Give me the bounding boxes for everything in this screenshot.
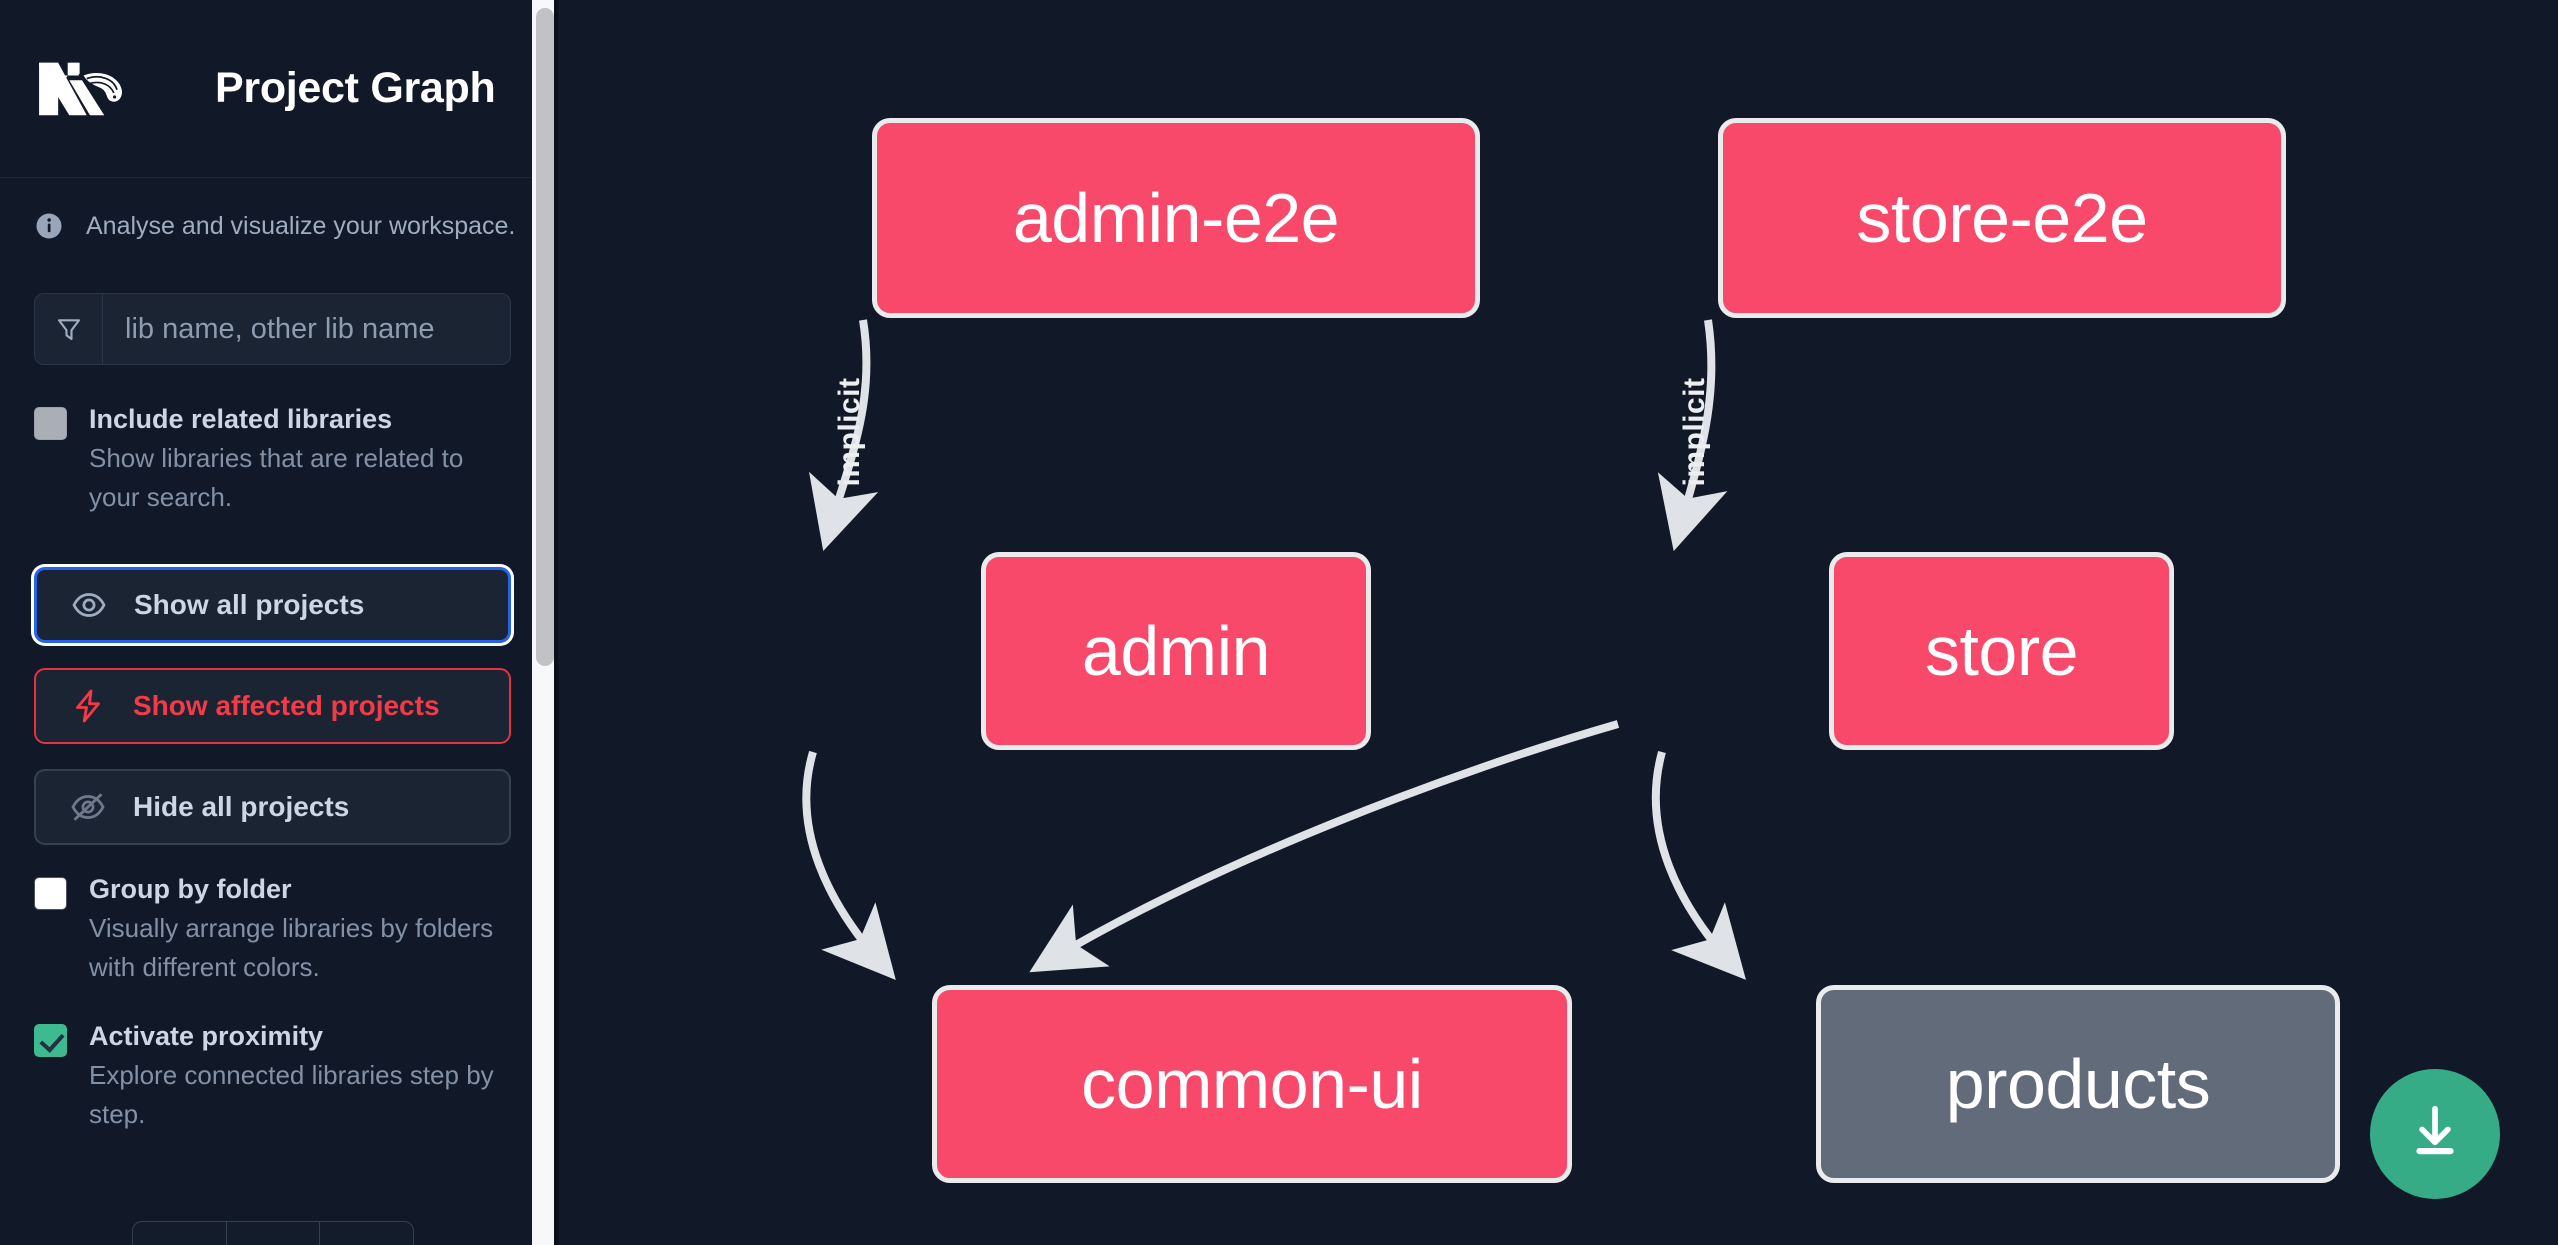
checkbox-include-related-libraries-box[interactable] [34, 407, 67, 440]
checkbox-group-by-folder-label: Group by folder [89, 874, 292, 904]
graph-node-admin-e2e[interactable]: admin-e2e [872, 118, 1480, 318]
lightning-bolt-icon [68, 686, 108, 726]
show-affected-projects-button[interactable]: Show affected projects [34, 668, 511, 744]
search-field-wrapper[interactable] [34, 293, 511, 365]
checkbox-activate-proximity[interactable]: Activate proximity Explore connected lib… [0, 1020, 545, 1134]
graph-node-store-e2e[interactable]: store-e2e [1718, 118, 2286, 318]
edge-admin-to-common-ui [802, 750, 896, 981]
eye-off-icon [68, 787, 108, 827]
checkbox-group-by-folder-description: Visually arrange libraries by folders wi… [89, 913, 494, 982]
checkbox-activate-proximity-description: Explore connected libraries step by step… [89, 1060, 494, 1129]
brand-header: Project Graph [0, 0, 558, 178]
edge-store-e2e-to-store [1657, 319, 1728, 552]
graph-node-store-e2e-label: store-e2e [1856, 179, 2148, 257]
proximity-segmented-control[interactable] [132, 1221, 414, 1245]
graph-node-common-ui-label: common-ui [1081, 1045, 1423, 1123]
show-affected-projects-label: Show affected projects [133, 690, 440, 721]
checkbox-include-related-libraries[interactable]: Include related libraries Show libraries… [0, 403, 545, 517]
graph-node-products-label: products [1945, 1045, 2211, 1123]
hide-all-projects-label: Hide all projects [133, 791, 350, 822]
analyse-text: Analyse and visualize your workspace. [86, 211, 516, 240]
edge-label-store-implicit: implicit [1678, 377, 1711, 487]
graph-node-admin[interactable]: admin [981, 552, 1371, 750]
nx-logo [34, 58, 130, 120]
graph-node-store[interactable]: store [1829, 552, 2174, 750]
download-graph-button[interactable] [2370, 1069, 2500, 1199]
edge-store-to-products [1651, 750, 1746, 980]
graph-canvas[interactable]: admin-e2e store-e2e admin store common-u… [558, 0, 2558, 1245]
sidebar: Project Graph Analyse and visualize your… [0, 0, 558, 1245]
graph-node-store-label: store [1924, 612, 2079, 690]
graph-node-common-ui[interactable]: common-ui [932, 985, 1572, 1183]
page-title: Project Graph [215, 64, 496, 112]
graph-node-products[interactable]: products [1816, 985, 2340, 1183]
edge-store-to-common-ui [1029, 720, 1620, 973]
checkbox-activate-proximity-box[interactable] [34, 1024, 67, 1057]
hide-all-projects-button[interactable]: Hide all projects [34, 769, 511, 845]
proximity-segment-3[interactable] [320, 1222, 413, 1245]
eye-icon [69, 585, 109, 625]
proximity-segment-1[interactable] [133, 1222, 227, 1245]
sidebar-scrollbar[interactable] [532, 0, 558, 1245]
edge-admin-e2e-to-admin [809, 319, 879, 552]
graph-node-admin-label: admin [1081, 612, 1271, 690]
sidebar-divider [554, 0, 558, 1245]
graph-node-admin-e2e-label: admin-e2e [1012, 179, 1340, 257]
search-input[interactable] [103, 294, 510, 364]
checkbox-group-by-folder-box[interactable] [34, 877, 67, 910]
analyse-banner: Analyse and visualize your workspace. [0, 178, 545, 241]
show-all-projects-button[interactable]: Show all projects [34, 567, 511, 643]
show-all-projects-label: Show all projects [134, 589, 365, 620]
filter-funnel-icon [35, 294, 103, 364]
proximity-segment-2[interactable] [227, 1222, 321, 1245]
info-icon [34, 211, 64, 241]
checkbox-include-related-libraries-label: Include related libraries [89, 404, 393, 434]
visibility-button-group: Show all projects Show affected projects [0, 567, 545, 845]
download-icon [2404, 1101, 2466, 1168]
checkbox-activate-proximity-label: Activate proximity [89, 1021, 324, 1051]
checkbox-include-related-libraries-description: Show libraries that are related to your … [89, 443, 464, 512]
graph-edges [802, 319, 1746, 981]
sidebar-scrollbar-thumb[interactable] [536, 8, 554, 666]
checkbox-group-by-folder[interactable]: Group by folder Visually arrange librari… [0, 873, 545, 987]
edge-label-admin-implicit: implicit [833, 377, 866, 487]
